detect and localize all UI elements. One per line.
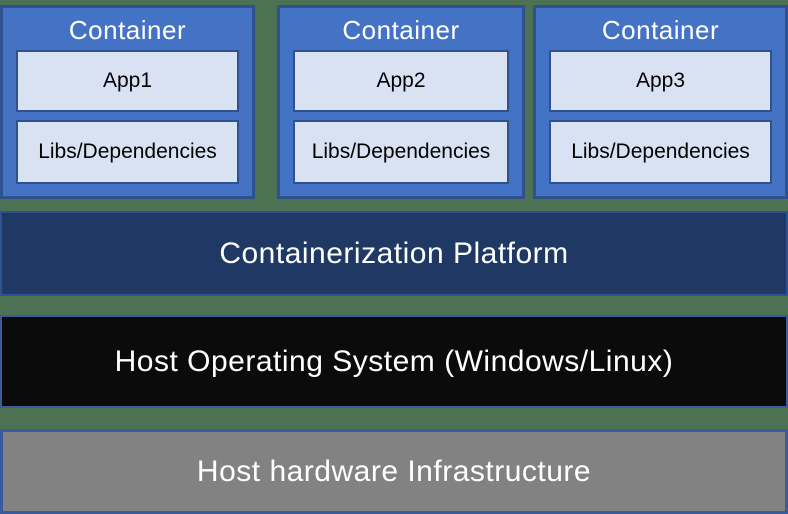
- container-2-app-box: App2: [293, 50, 509, 112]
- container-2-libs-label: Libs/Dependencies: [311, 140, 491, 163]
- containerization-platform-layer: Containerization Platform: [0, 211, 788, 296]
- container-3-app-box: App3: [549, 50, 772, 112]
- container-2-title: Container: [342, 15, 460, 45]
- host-operating-system-layer: Host Operating System (Windows/Linux): [0, 315, 788, 408]
- container-1-app-box: App1: [16, 50, 239, 112]
- container-2-app-label: App2: [376, 69, 426, 92]
- container-1-app-label: App1: [102, 69, 153, 92]
- container-box-2: Container App2 Libs/Dependencies: [277, 5, 525, 199]
- container-gap-1: [255, 5, 277, 199]
- container-3-libs-box: Libs/Dependencies: [549, 120, 772, 184]
- container-1-title: Container: [68, 15, 187, 45]
- container-1-libs-label: Libs/Dependencies: [38, 140, 217, 163]
- container-gap-2: [525, 5, 533, 199]
- container-3-title: Container: [601, 15, 720, 45]
- host-operating-system-label: Host Operating System (Windows/Linux): [114, 344, 674, 378]
- container-3-app-label: App3: [635, 69, 686, 92]
- container-box-3: Container App3 Libs/Dependencies: [533, 5, 788, 199]
- containers-row: Container App1 Libs/Dependencies Contain…: [0, 5, 788, 199]
- container-1-libs-box: Libs/Dependencies: [16, 120, 239, 184]
- container-box-1: Container App1 Libs/Dependencies: [0, 5, 255, 199]
- host-hardware-label: Host hardware Infrastructure: [196, 454, 592, 488]
- container-3-libs-label: Libs/Dependencies: [571, 140, 750, 163]
- container-2-libs-box: Libs/Dependencies: [293, 120, 509, 184]
- host-hardware-layer: Host hardware Infrastructure: [0, 429, 788, 514]
- containerization-platform-label: Containerization Platform: [219, 236, 569, 270]
